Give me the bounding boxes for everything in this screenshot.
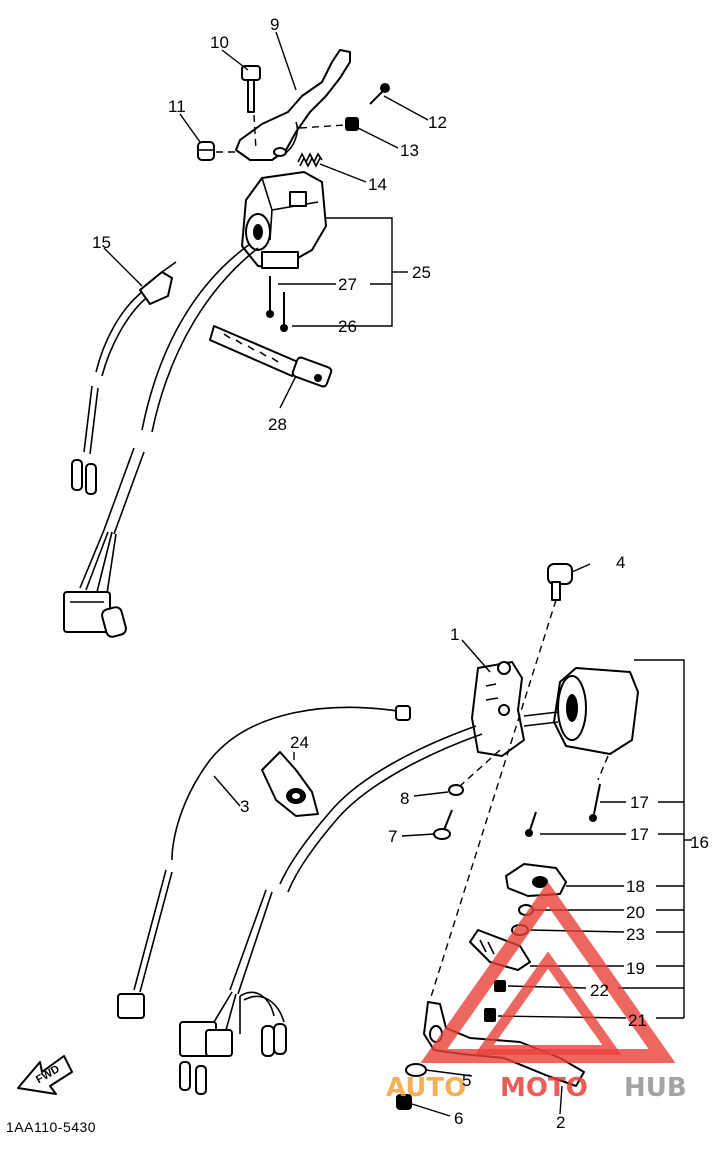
callout-5: 5 xyxy=(462,1071,471,1090)
callout-11: 11 xyxy=(168,97,186,116)
part-16-wire-harness xyxy=(179,725,483,1095)
part-17-screw-lower xyxy=(525,811,537,837)
part-4-bolt xyxy=(547,563,573,601)
part-8-washer xyxy=(448,784,464,796)
part-25-handlebar-switch-left xyxy=(241,171,327,269)
callout-14: 14 xyxy=(368,175,387,194)
part-22-nut xyxy=(494,980,506,992)
part-24-cable-band xyxy=(261,751,319,817)
part-17-screw-upper xyxy=(589,783,601,822)
watermark-text-moto: MOTO xyxy=(500,1073,588,1103)
part-15-clutch-switch xyxy=(71,261,177,495)
callout-19: 19 xyxy=(626,959,645,978)
callout-9: 9 xyxy=(270,15,279,34)
part-18-cam xyxy=(505,863,567,897)
callout-10: 10 xyxy=(210,33,229,52)
part-21-bolt xyxy=(484,1008,496,1022)
callout-16: 16 xyxy=(690,833,709,852)
callout-26: 26 xyxy=(338,317,357,336)
callout-25: 25 xyxy=(412,263,431,282)
forward-arrow-icon: FWD xyxy=(17,1055,73,1095)
part-11-nut xyxy=(197,141,215,161)
callout-22: 22 xyxy=(590,981,609,1000)
callout-4: 4 xyxy=(616,553,625,572)
part-25-wire-harness xyxy=(63,243,259,638)
watermark-text-auto: AUTO xyxy=(386,1073,466,1103)
diagram-code: 1AA110-5430 xyxy=(6,1119,96,1135)
watermark-text-hub: HUB xyxy=(624,1073,687,1103)
watermark-logo: AUTO MOTO HUB xyxy=(386,881,687,1103)
part-14-spring xyxy=(297,152,323,168)
part-19-plate xyxy=(469,929,531,971)
part-12-screw xyxy=(369,83,390,105)
callout-13: 13 xyxy=(400,141,419,160)
callout-6: 6 xyxy=(454,1109,463,1128)
callout-15: 15 xyxy=(92,233,111,252)
callout-12: 12 xyxy=(428,113,447,132)
part-16-switch-housing-right xyxy=(523,667,639,755)
part-10-pivot-bolt xyxy=(241,65,261,113)
callout-17-lower: 17 xyxy=(630,825,649,844)
callout-1: 1 xyxy=(450,625,459,644)
callout-8: 8 xyxy=(400,789,409,808)
part-13-nut xyxy=(345,117,359,131)
callout-3: 3 xyxy=(240,797,249,816)
part-7-screw xyxy=(433,809,453,840)
part-6-nut xyxy=(396,1094,412,1110)
callout-28: 28 xyxy=(268,415,287,434)
callouts: 9 10 11 12 13 14 15 25 27 26 28 4 1 24 3… xyxy=(92,15,709,1132)
callout-24: 24 xyxy=(290,733,309,752)
callout-23: 23 xyxy=(626,925,645,944)
part-3-throttle-cable xyxy=(117,705,411,1019)
part-26-screw xyxy=(280,292,288,332)
callout-20: 20 xyxy=(626,903,645,922)
callout-21: 21 xyxy=(628,1011,647,1030)
callout-17-upper: 17 xyxy=(630,793,649,812)
part-28-cable-band xyxy=(209,325,333,388)
callout-2: 2 xyxy=(556,1113,565,1132)
callout-27: 27 xyxy=(338,275,357,294)
part-27-screw xyxy=(266,276,274,318)
callout-18: 18 xyxy=(626,877,645,896)
callout-7: 7 xyxy=(388,827,397,846)
part-1-lever-holder xyxy=(471,661,525,757)
